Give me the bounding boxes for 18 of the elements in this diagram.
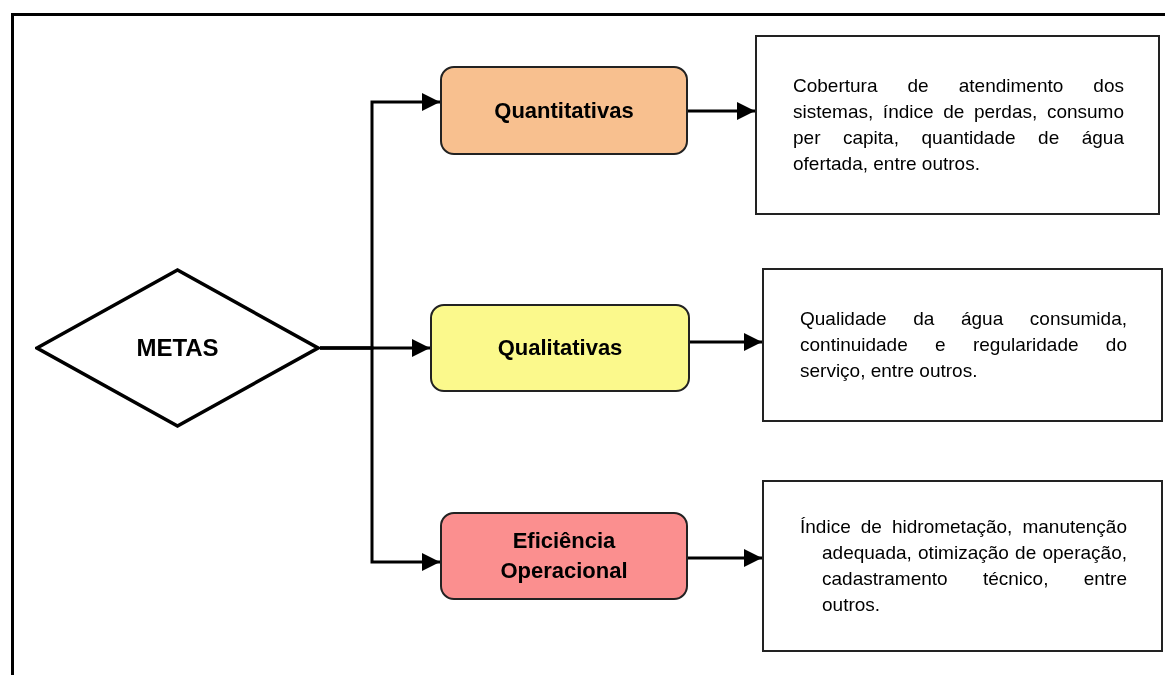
diamond-label: METAS [136,334,219,362]
arrow [690,333,762,351]
category-box [440,512,688,600]
category-label: Quantitativas [494,96,634,125]
category-label: Eficiência Operacional [499,527,629,585]
description-box [755,35,1160,215]
arrow [688,549,762,567]
description-box [762,268,1163,422]
description-text: Cobertura de atendimento dos sistemas, índice de perdas, consumo per capita, quantidade de água ofertada, entre outros. [793,74,1124,176]
arrow [688,102,755,120]
description-text: Índice de hidrometação, manutenção adequada, otimização de operação, cadastramento técnico, entre outros. [800,515,1127,617]
category-label: Qualitativas [497,334,623,363]
category-box [440,66,688,155]
decision-diamond [35,268,320,428]
category-box [430,304,690,392]
arrow [320,346,440,571]
description-box [762,480,1163,652]
description-text: Qualidade da água consumida, continuidade e regularidade do serviço, entre outros. [800,307,1127,383]
